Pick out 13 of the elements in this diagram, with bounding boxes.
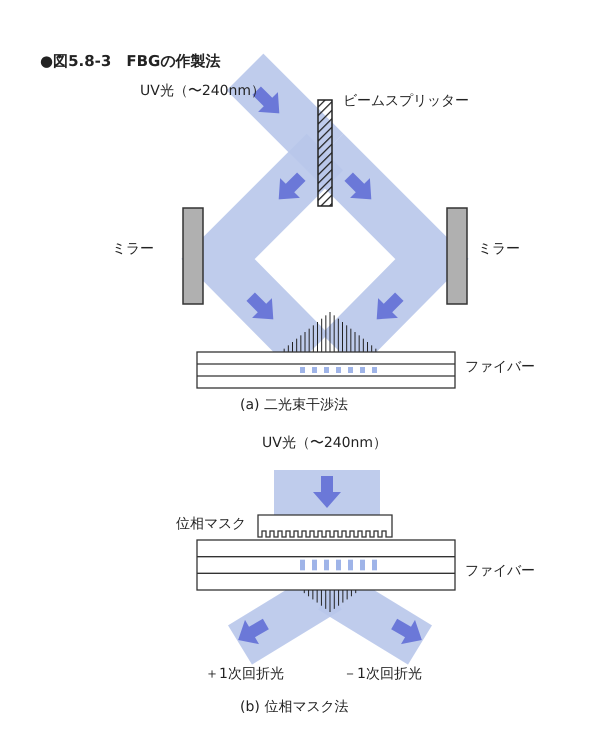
caption: (b) 位相マスク法	[240, 698, 348, 716]
caption: (a) 二光束干渉法	[240, 396, 348, 414]
part-label: 位相マスク	[176, 515, 246, 533]
part-label: ファイバー	[465, 358, 535, 376]
figure-title: ●図5.8-3 FBGの作製法	[40, 52, 220, 71]
part-label: UV光（〜240nm）	[140, 82, 266, 100]
part-label: ビームスプリッター	[343, 92, 469, 110]
part-label: ＋1次回折光	[205, 665, 284, 683]
part-label: ミラー	[478, 240, 520, 258]
part-label: －1次回折光	[343, 665, 422, 683]
part-label: UV光（〜240nm）	[262, 434, 388, 452]
part-label: ファイバー	[465, 562, 535, 580]
part-label: ミラー	[112, 240, 154, 258]
